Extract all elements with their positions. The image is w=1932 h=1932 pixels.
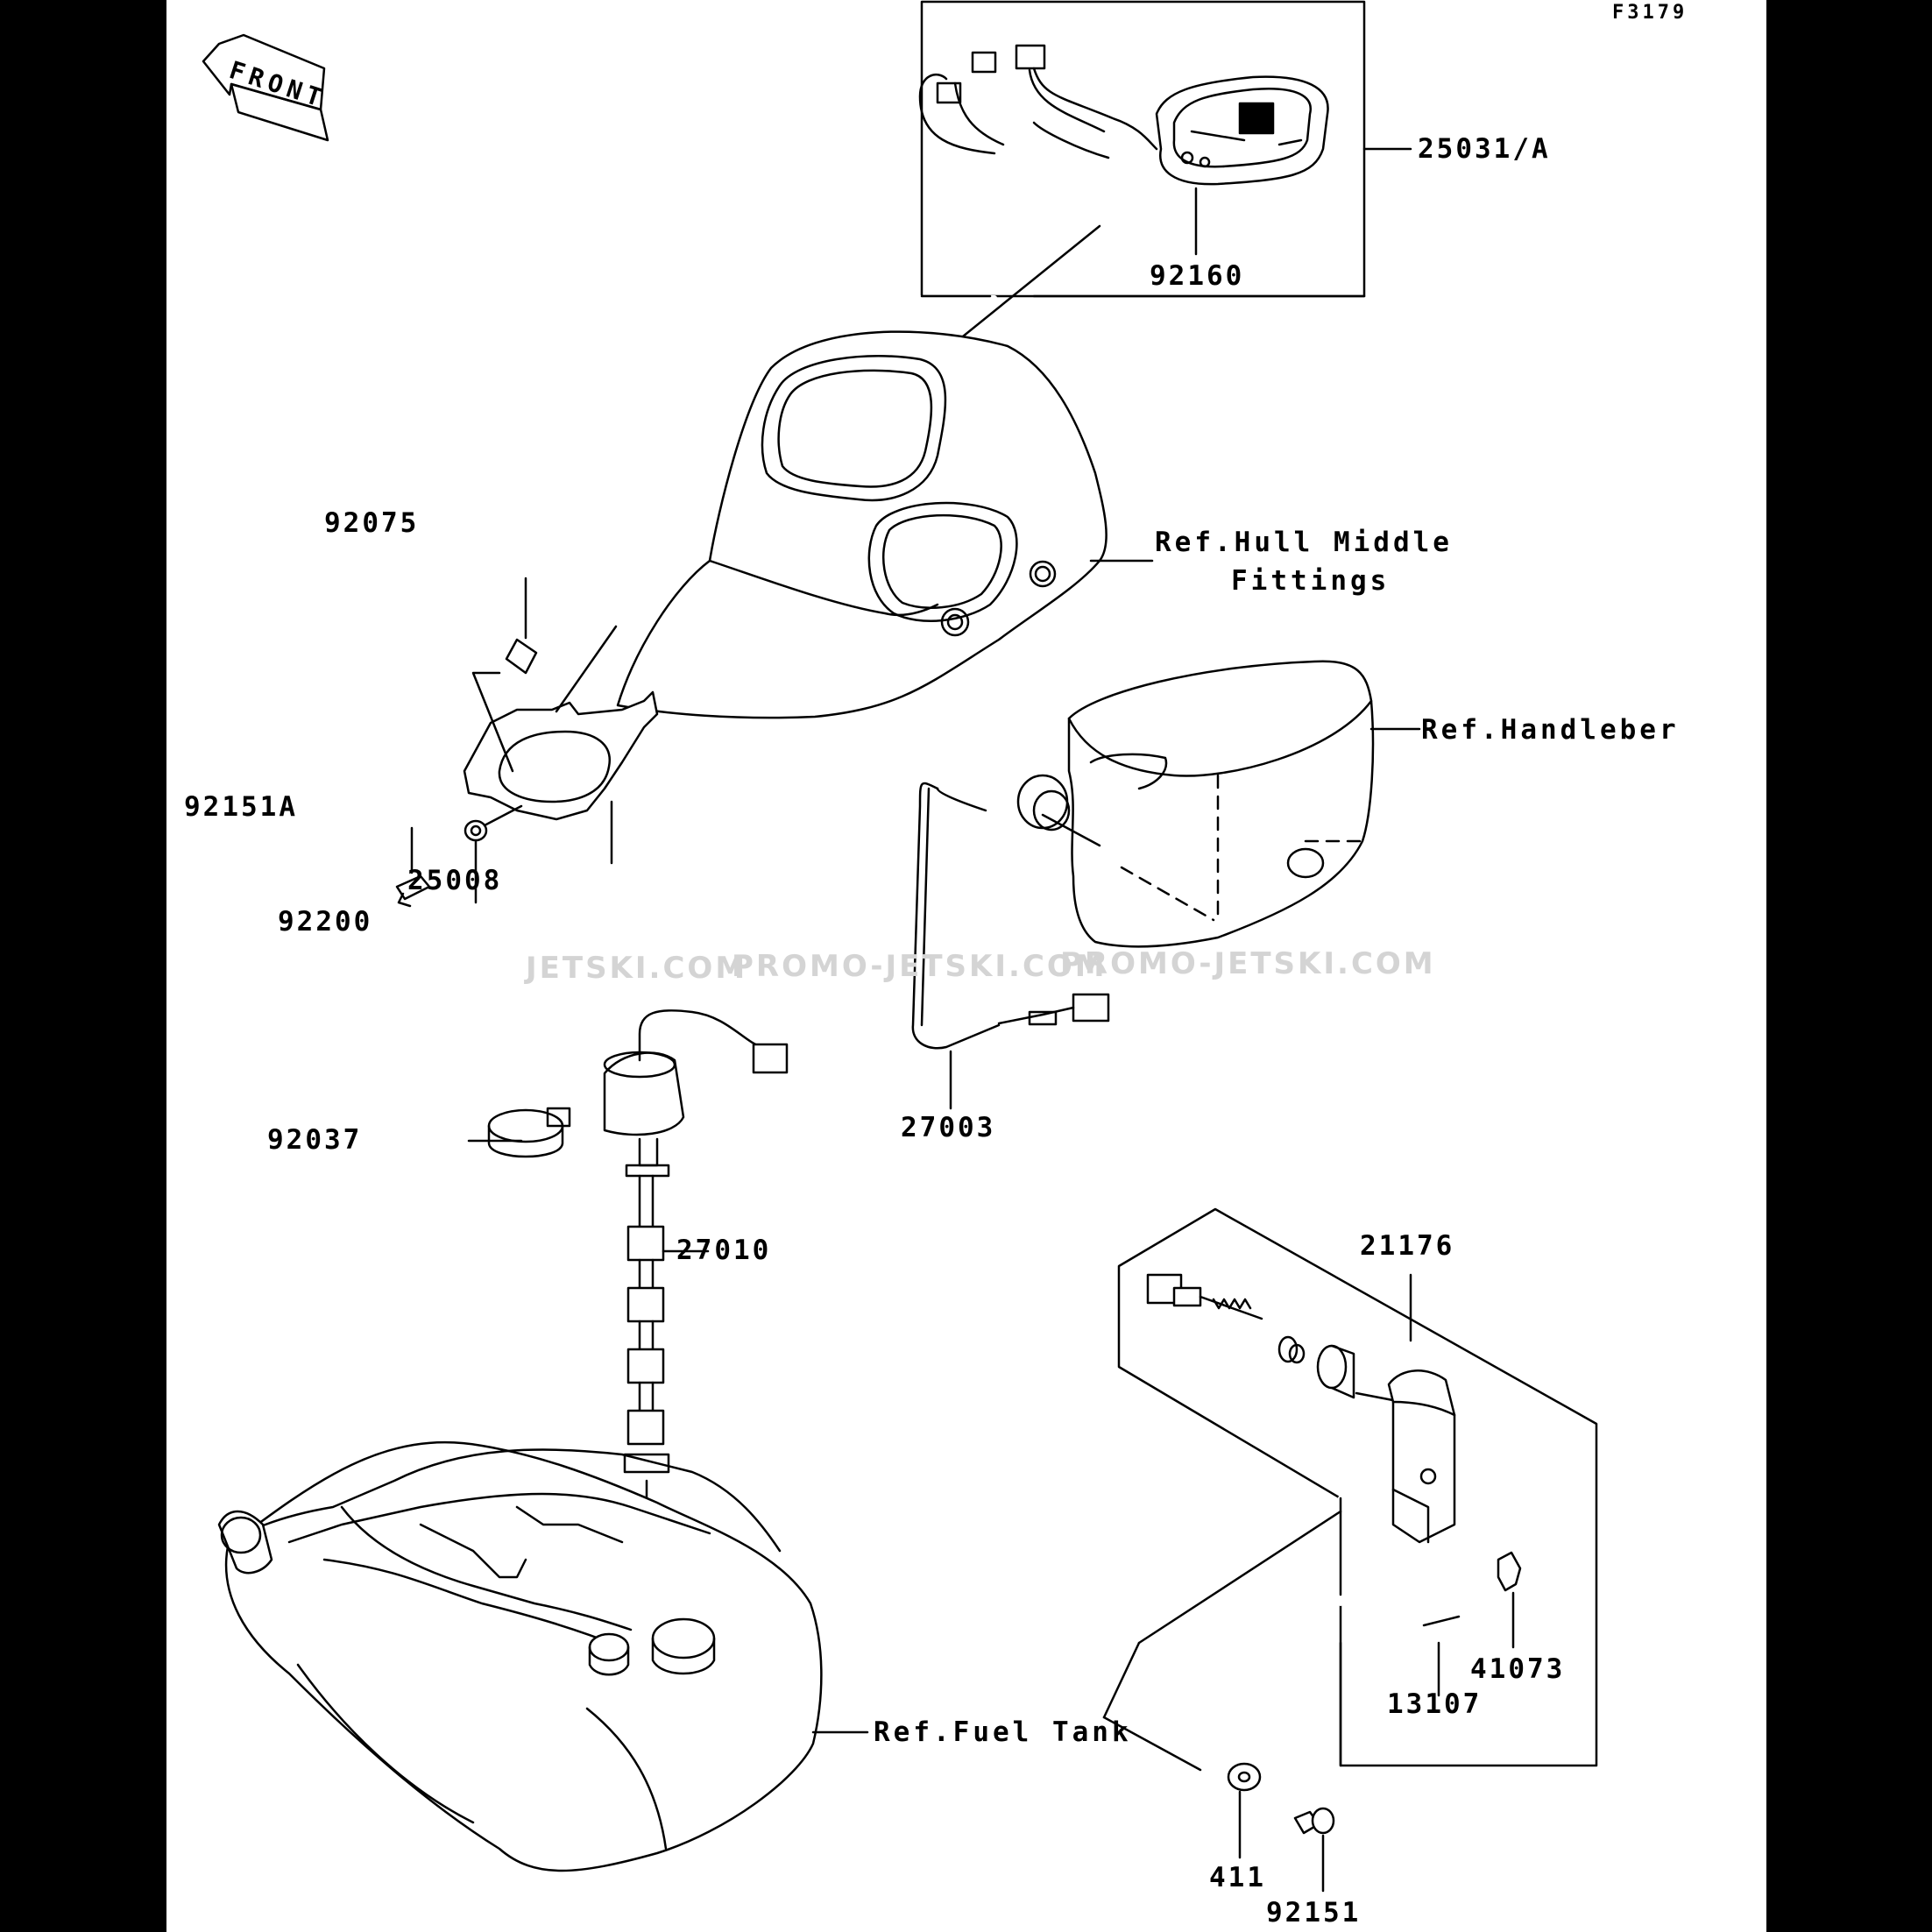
figure-id: F3179 — [1612, 2, 1688, 24]
part-label-25008[interactable]: 25008 — [407, 865, 503, 896]
watermark-3: PROMO-JETSKI.COM — [1060, 946, 1436, 981]
front-arrow-icon — [202, 33, 329, 142]
part-label-25031A[interactable]: 25031/A — [1418, 133, 1551, 165]
part-label-21176[interactable]: 21176 — [1360, 1230, 1455, 1262]
hull-middle-fitting — [616, 330, 1108, 719]
clamp-92037 — [487, 1107, 571, 1158]
meter-harness — [918, 44, 1158, 159]
part-label-92151A[interactable]: 92151A — [184, 791, 298, 823]
switch-inset-box — [1117, 1207, 1598, 1767]
meter-unit — [1155, 75, 1329, 186]
diagram-sheet: F3179 FRONT JETSKI.COM PROMO-JETSKI.COM … — [166, 0, 1766, 1932]
part-label-27003[interactable]: 27003 — [901, 1112, 996, 1143]
part-label-92160[interactable]: 92160 — [1150, 260, 1245, 292]
ref-handlebar[interactable]: Ref.Handleber — [1421, 714, 1680, 746]
part-label-13107[interactable]: 13107 — [1387, 1688, 1483, 1720]
sensor-27003 — [911, 774, 1110, 1050]
part-label-92200[interactable]: 92200 — [278, 906, 373, 938]
fuel-tank — [217, 1441, 823, 1872]
handlebar-cover — [1067, 660, 1375, 948]
ref-hull-middle-line2[interactable]: Fittings — [1231, 565, 1391, 597]
part-label-92151[interactable]: 92151 — [1266, 1897, 1362, 1928]
part-label-41073[interactable]: 41073 — [1470, 1653, 1566, 1685]
ref-hull-middle-line1[interactable]: Ref.Hull Middle — [1155, 527, 1453, 558]
part-label-27010[interactable]: 27010 — [676, 1235, 772, 1266]
ref-fuel-tank[interactable]: Ref.Fuel Tank — [874, 1716, 1132, 1748]
watermark-1: JETSKI.COM — [526, 951, 748, 986]
switch-assembly-21176 — [1146, 1273, 1456, 1544]
part-label-92075[interactable]: 92075 — [324, 507, 420, 539]
part-label-92037[interactable]: 92037 — [267, 1124, 363, 1156]
bracket-25008 — [463, 690, 659, 821]
part-label-411[interactable]: 411 — [1209, 1862, 1266, 1893]
parts-drawing — [202, 0, 1598, 1893]
watermark-2: PROMO-JETSKI.COM — [732, 949, 1108, 984]
